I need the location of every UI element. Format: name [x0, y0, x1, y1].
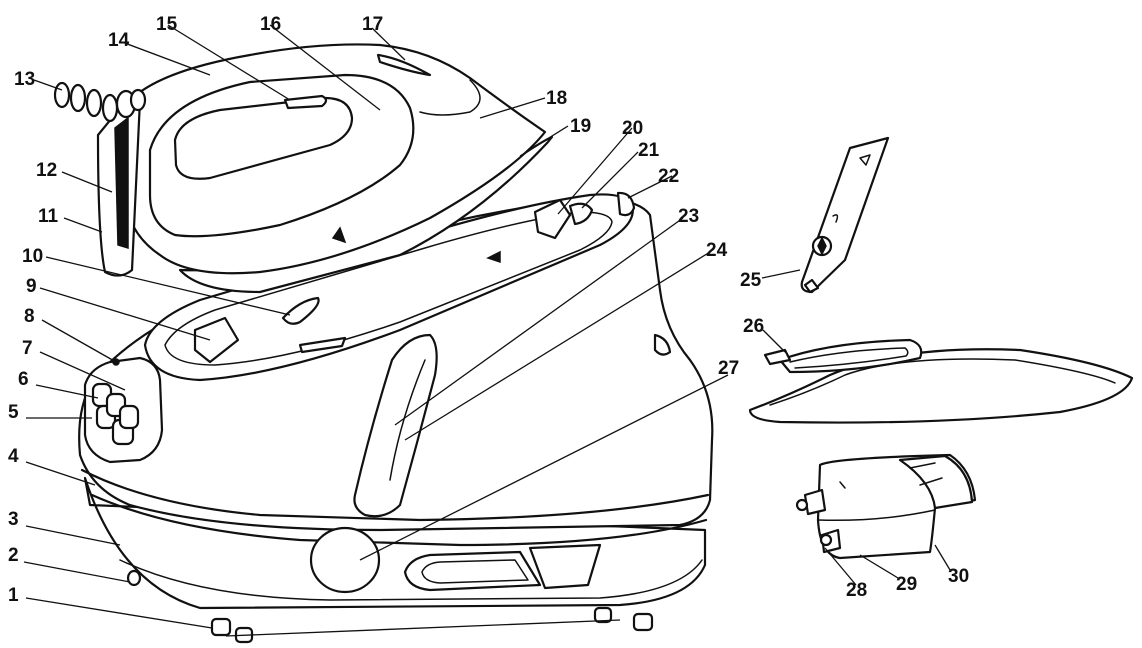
platform-arrow-mark — [486, 250, 501, 264]
cord-strain-relief — [53, 81, 147, 123]
label-1: 1 — [8, 585, 19, 606]
label-24: 24 — [706, 240, 728, 261]
foot — [593, 606, 613, 624]
label-7: 7 — [22, 338, 33, 359]
label-3: 3 — [8, 509, 19, 530]
base-seam-upper — [80, 468, 710, 522]
tank-flap — [800, 136, 890, 294]
base-disc — [309, 526, 381, 594]
base-station — [78, 191, 714, 644]
side-knob — [653, 333, 672, 356]
label-20: 20 — [622, 118, 643, 139]
iron-handle-opening — [173, 96, 354, 180]
handle-grip — [528, 543, 602, 590]
label-18: 18 — [546, 88, 567, 109]
label-14: 14 — [108, 30, 130, 51]
label-22: 22 — [658, 166, 679, 187]
part-labels: 1 2 3 4 5 6 7 8 9 10 11 12 13 14 15 16 1… — [8, 14, 969, 606]
iron-front-line — [419, 79, 481, 116]
base-seam-bottom — [119, 559, 703, 601]
platform-slot — [281, 296, 320, 325]
pump-module — [795, 453, 977, 560]
label-29: 29 — [896, 574, 917, 595]
leader-lines — [23, 24, 951, 637]
label-4: 4 — [8, 446, 19, 467]
label-11: 11 — [38, 206, 59, 227]
platform-tab — [298, 336, 347, 354]
rear-hook — [616, 191, 636, 217]
cord-clip — [193, 316, 240, 364]
label-28: 28 — [846, 580, 867, 601]
base-top-inner-rim — [164, 211, 613, 366]
steam-button — [283, 94, 328, 110]
label-6: 6 — [18, 369, 29, 390]
foot — [632, 612, 654, 632]
label-17: 17 — [362, 14, 383, 35]
handle-recess — [403, 550, 542, 592]
tank-rib — [389, 359, 426, 481]
iron-rear-post-stripe — [114, 116, 129, 250]
label-26: 26 — [743, 316, 764, 337]
label-13: 13 — [14, 69, 35, 90]
foot — [210, 617, 232, 637]
label-8: 8 — [24, 306, 35, 327]
label-21: 21 — [638, 140, 660, 161]
label-2: 2 — [8, 545, 19, 566]
iron-rest-tray — [748, 338, 1134, 424]
label-12: 12 — [36, 160, 57, 181]
iron-rear-cap — [376, 53, 432, 77]
vent-hole — [126, 569, 142, 587]
label-5: 5 — [8, 402, 19, 423]
label-27: 27 — [718, 358, 739, 379]
label-10: 10 — [22, 246, 43, 267]
iron-warning-mark — [331, 226, 347, 244]
lock-lever-knob — [568, 202, 594, 226]
steam-iron — [53, 43, 554, 294]
control-buttons — [91, 382, 140, 446]
rubber-feet — [210, 606, 654, 644]
label-16: 16 — [260, 14, 281, 35]
label-30: 30 — [948, 566, 969, 587]
label-25: 25 — [740, 270, 762, 291]
base-seam-lower — [90, 493, 708, 547]
label-9: 9 — [26, 276, 37, 297]
label-19: 19 — [570, 116, 591, 137]
tank-window — [353, 333, 438, 518]
button-5[interactable] — [118, 404, 140, 430]
label-23: 23 — [678, 206, 699, 227]
handle-recess-inner — [421, 559, 529, 584]
label-15: 15 — [156, 14, 178, 35]
